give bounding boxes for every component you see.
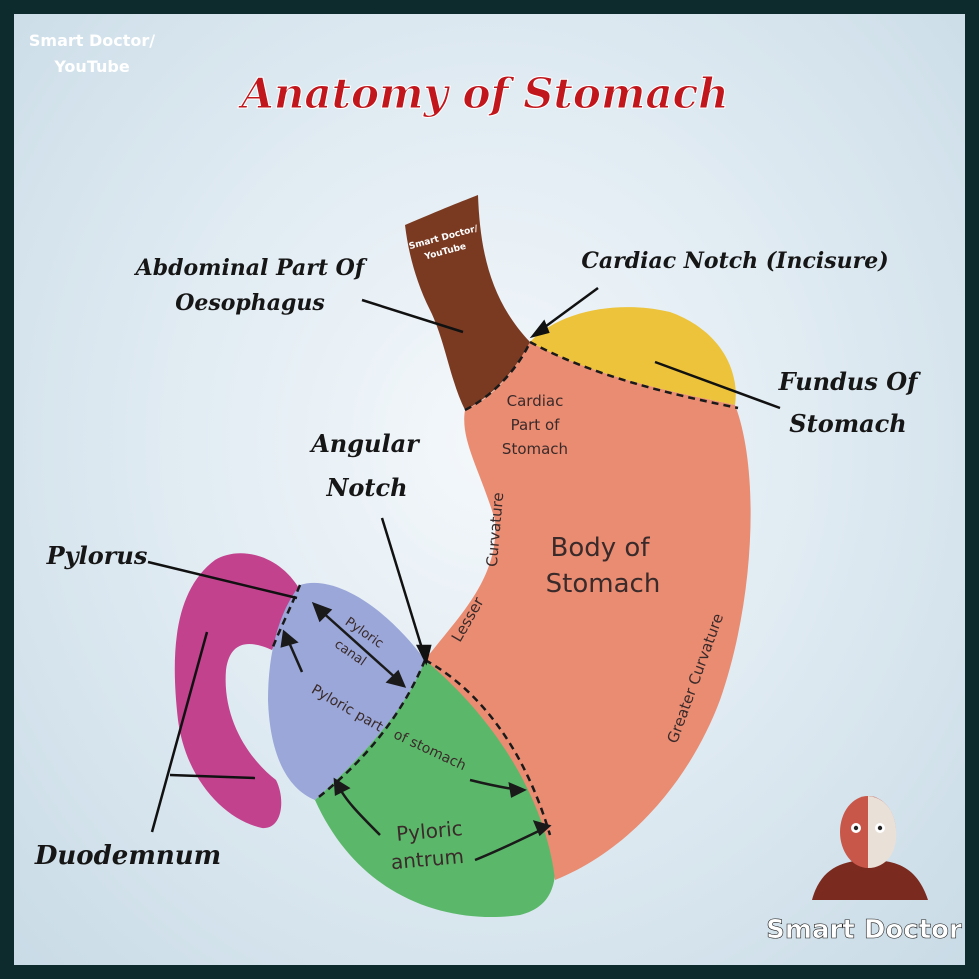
- watermark-line2: YouTube: [53, 57, 130, 76]
- stomach-diagram: Anatomy of Stomach Smart Doctor/ YouTube…: [29, 31, 962, 945]
- label-abdominal-oesophagus-2: Oesophagus: [175, 290, 325, 316]
- brand-label: Smart Doctor: [766, 915, 962, 945]
- brand-avatar: [812, 796, 928, 900]
- inner-body-2: Stomach: [546, 569, 661, 599]
- region-boundaries: [270, 340, 739, 836]
- label-duodenum: Duodemnum: [34, 841, 221, 871]
- duodenum-shape: [174, 553, 300, 829]
- inner-body-1: Body of: [551, 533, 651, 563]
- oesophagus-shape: [405, 195, 530, 410]
- watermark-line1: Smart Doctor/: [29, 31, 155, 50]
- label-angular-notch-2: Notch: [325, 473, 407, 502]
- inner-cardiac-2: Part of: [511, 416, 561, 434]
- inner-cardiac-3: Stomach: [502, 440, 568, 458]
- inner-pyloric-antrum-1: Pyloric: [395, 816, 463, 846]
- fundus-shape: [530, 307, 736, 405]
- stomach-body-shape: [425, 342, 751, 880]
- label-cardiac-notch: Cardiac Notch (Incisure): [581, 248, 888, 274]
- region-arrows: [280, 601, 552, 862]
- page-title: Anatomy of Stomach: [237, 69, 728, 118]
- pointer-lines: [147, 286, 781, 833]
- label-fundus-1: Fundus Of: [778, 367, 922, 396]
- label-abdominal-oesophagus-1: Abdominal Part Of: [134, 255, 368, 281]
- label-pylorus: Pylorus: [46, 541, 148, 570]
- pyloric-canal-shape: [268, 582, 425, 800]
- diagram-canvas: Anatomy of Stomach Smart Doctor/ YouTube…: [14, 14, 965, 965]
- label-angular-notch-1: Angular: [309, 429, 421, 458]
- inner-cardiac-1: Cardiac: [507, 392, 564, 410]
- label-fundus-2: Stomach: [789, 409, 906, 438]
